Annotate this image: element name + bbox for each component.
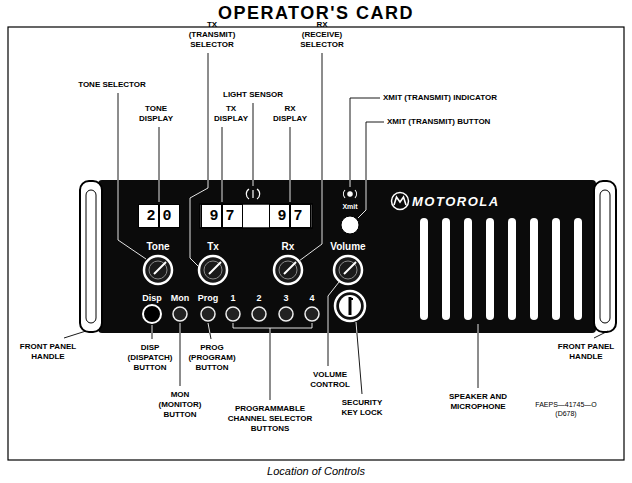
callout-label: RX (RECEIVE) SELECTOR — [296, 20, 348, 50]
motorola-logo — [394, 197, 406, 205]
display-bar — [200, 204, 312, 228]
push-button — [143, 305, 319, 323]
xmit-button — [341, 216, 359, 234]
selector-knob — [199, 256, 227, 284]
key-lock — [335, 291, 365, 321]
motorola-logo — [392, 193, 409, 210]
callout-label: SPEAKER AND MICROPHONE — [437, 392, 519, 412]
callout-label: XMIT (TRANSMIT) INDICATOR — [383, 93, 497, 103]
selector-knob — [204, 261, 222, 279]
push-button — [143, 305, 161, 323]
callout-label: XMIT (TRANSMIT) BUTTON — [387, 117, 490, 127]
speaker-grille — [464, 218, 472, 320]
light-sensor — [246, 189, 259, 199]
front-panel — [98, 180, 596, 333]
front-panel — [98, 180, 596, 333]
key-lock — [339, 295, 361, 317]
selector-knob — [144, 256, 172, 284]
panel-handle — [600, 190, 610, 323]
leader-line — [64, 53, 608, 400]
callout-label: TX (TRANSMIT) SELECTOR — [185, 20, 239, 50]
selector-knob — [279, 261, 297, 279]
callout-label: SECURITY KEY LOCK — [338, 398, 386, 418]
panel-label: Rx — [282, 241, 295, 252]
key-lock — [335, 291, 365, 321]
channel-number: 2 — [256, 293, 261, 303]
xmit-indicator — [348, 192, 352, 196]
speaker-grille — [420, 218, 582, 320]
panel-handle — [86, 190, 96, 323]
panel-label: Tone — [146, 241, 169, 252]
key-lock — [350, 298, 353, 300]
callout-label: LIGHT SENSOR — [223, 90, 283, 100]
callout-label: DISP (DISPATCH) BUTTON — [124, 343, 176, 373]
callout-label: FRONT PANEL HANDLE — [553, 342, 619, 362]
xmit-button — [341, 216, 359, 234]
brand-logo: MOTOROLA — [412, 194, 500, 209]
panel-label: Volume — [330, 241, 365, 252]
figure-code: FAEPS—41745—O (D678) — [532, 400, 600, 418]
display-bar — [200, 204, 312, 228]
display-window: 20 — [138, 204, 179, 228]
callout-label: PROGRAMMABLE CHANNEL SELECTOR BUTTONS — [225, 404, 315, 434]
push-button — [226, 307, 240, 321]
channel-number: 4 — [309, 293, 314, 303]
panel-label: Disp — [142, 293, 162, 303]
callout-label: FRONT PANEL HANDLE — [15, 342, 81, 362]
callout-label: TX DISPLAY — [210, 104, 252, 124]
callout-label: VOLUME CONTROL — [305, 370, 355, 390]
callout-label: MON (MONITOR) BUTTON — [155, 390, 205, 420]
xmit-indicator — [343, 190, 356, 198]
selector-knob — [344, 262, 356, 274]
display-digits: 97 — [209, 208, 241, 225]
selector-knob — [149, 261, 167, 279]
panel-handle — [594, 181, 616, 332]
push-button — [173, 307, 187, 321]
selector-knob — [274, 256, 302, 284]
display-window: 97 — [201, 204, 242, 228]
speaker-grille — [420, 218, 428, 320]
display-digits: 20 — [146, 208, 178, 225]
speaker-grille — [574, 218, 582, 320]
panel-handle — [80, 181, 102, 332]
selector-knob — [144, 256, 362, 284]
selector-knob — [209, 262, 221, 274]
speaker-grille — [508, 218, 516, 320]
push-button — [305, 307, 319, 321]
panel-label: Tx — [207, 241, 219, 252]
speaker-grille — [530, 218, 538, 320]
panel-label: Prog — [198, 293, 219, 303]
motorola-logo — [392, 193, 409, 210]
callout-label: PROG (PROGRAM) BUTTON — [186, 343, 238, 373]
panel-handle — [80, 181, 616, 332]
selector-knob — [339, 261, 357, 279]
display-window: 97 — [269, 204, 310, 228]
selector-knob — [334, 256, 362, 284]
callout-label: TONE DISPLAY — [135, 104, 177, 124]
panel-label: Xmit — [342, 203, 357, 211]
callout-label: TONE SELECTOR — [78, 80, 146, 90]
leader-line — [98, 180, 596, 333]
card-frame — [8, 27, 624, 460]
figure-caption: Location of Controls — [0, 465, 632, 478]
selector-knob — [284, 262, 296, 274]
push-button — [279, 307, 293, 321]
push-button — [252, 307, 266, 321]
display-digits: 97 — [277, 208, 309, 225]
push-button — [201, 307, 215, 321]
card-title: OPERATOR'S CARD — [0, 3, 632, 23]
light-sensor — [246, 189, 259, 199]
speaker-grille — [552, 218, 560, 320]
xmit-indicator — [343, 190, 356, 198]
speaker-grille — [442, 218, 450, 320]
speaker-grille — [486, 218, 494, 320]
channel-number: 3 — [283, 293, 288, 303]
channel-number: 1 — [230, 293, 235, 303]
panel-label: Mon — [171, 293, 190, 303]
callout-label: RX DISPLAY — [269, 104, 311, 124]
selector-knob — [154, 262, 166, 274]
